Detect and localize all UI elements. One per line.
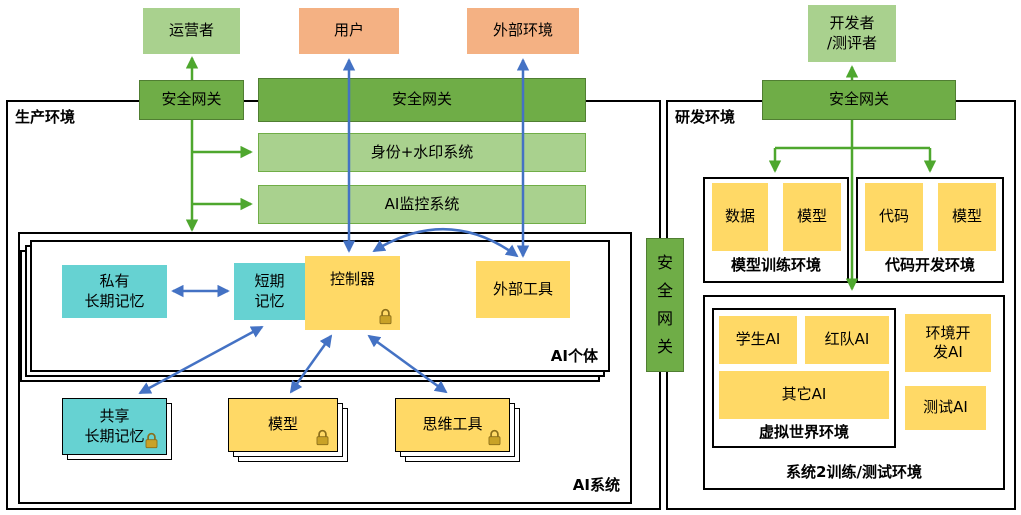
ai-monitor-system-bar: AI监控系统 [258,185,586,224]
model-box: 模型 [228,398,338,452]
user-actor-box: 用户 [299,8,399,54]
operator-actor-box: 运营者 [143,8,240,54]
system2-train-test-env-container: 系统2训练/测试环境 [703,295,1005,490]
model-training-env-container: 模型训练环境 [703,177,849,283]
external-tools-box: 外部工具 [476,261,570,318]
ai-system-label: AI系统 [572,476,620,494]
training-data-box: 数据 [712,183,768,251]
red-team-ai-box: 红队AI [805,316,889,364]
developer-evaluator-actor-box: 开发者 /测评者 [808,5,896,62]
rnd-environment-label: 研发环境 [675,108,736,126]
training-model-box: 模型 [783,183,841,251]
code-dev-env-container: 代码开发环境 [856,177,1004,283]
test-ai-box: 测试AI [905,386,986,430]
security-gateway-left: 安全网关 [139,80,244,120]
lock-icon [379,308,392,325]
shortterm-memory-box: 短期 记忆 [234,263,305,320]
thinking-tools-label: 思维工具 [422,415,483,434]
security-gateway-vertical: 安 全 网 关 [646,238,684,372]
external-env-actor-box: 外部环境 [467,8,579,54]
controller-box: 控制器 [305,256,400,330]
thinking-tools-box: 思维工具 [395,398,510,452]
system2-env-label: 系统2训练/测试环境 [786,463,922,481]
private-longterm-memory-box: 私有 长期记忆 [62,265,167,318]
production-environment-label: 生产环境 [15,108,76,126]
security-gateway-center: 安全网关 [258,78,586,122]
student-ai-box: 学生AI [719,316,797,364]
identity-watermark-system-bar: 身份+水印系统 [258,133,586,172]
lock-icon [145,432,158,449]
model-label: 模型 [267,415,298,434]
shared-longterm-memory-box: 共享 长期记忆 [62,398,167,455]
security-gateway-right: 安全网关 [762,80,956,120]
lock-icon [316,429,329,446]
ai-agent-label: AI个体 [550,346,598,365]
model-training-env-label: 模型训练环境 [730,256,821,274]
shared-memory-label: 共享 长期记忆 [84,407,145,445]
other-ai-box: 其它AI [719,371,889,419]
controller-label: 控制器 [329,270,375,288]
code-dev-env-label: 代码开发环境 [884,256,975,274]
env-dev-ai-box: 环境开 发AI [905,314,991,372]
lock-icon [488,429,501,446]
virtual-world-env-label: 虚拟世界环境 [758,423,849,441]
codedev-model-box: 模型 [938,183,996,251]
code-box: 代码 [865,183,923,251]
virtual-world-env-container: 虚拟世界环境 [712,308,896,448]
